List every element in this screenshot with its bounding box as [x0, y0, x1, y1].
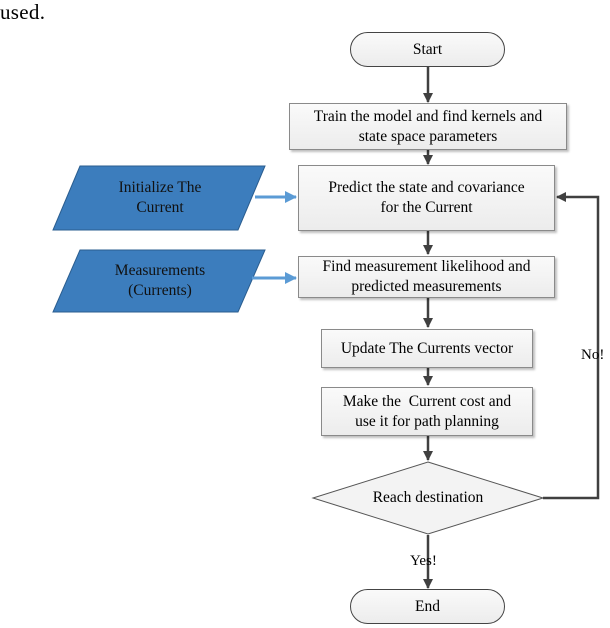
process-predict-line-1: Predict the state and covariance	[328, 179, 525, 196]
input-initialize-shape	[52, 165, 266, 231]
process-update-label: Update The Currents vector	[340, 339, 514, 357]
yes-label: Yes!	[410, 553, 437, 569]
process-update: Update The Currents vector	[321, 329, 533, 368]
input-measurements-line-1: Measurements	[114, 262, 206, 279]
start-terminal: Start	[350, 32, 505, 67]
page-fragment-text: used.	[0, 0, 46, 24]
process-train-line-1: Train the model and find kernels and	[313, 107, 543, 125]
process-predict-line-2: for the Current	[380, 199, 473, 216]
input-measurements-label: Measurements (Currents)	[80, 256, 240, 306]
input-initialize-line-1: Initialize The	[118, 179, 202, 196]
process-make-line-1: Make the Current cost and	[342, 392, 512, 410]
process-train-line-2: state space parameters	[358, 127, 498, 145]
end-terminal: End	[350, 589, 505, 624]
input-measurements-line-2: (Currents)	[128, 282, 192, 299]
process-find-line-1: Find measurement likelihood and	[322, 258, 531, 275]
input-measurements-shape	[52, 249, 266, 313]
process-train: Train the model and find kernels and stat…	[289, 103, 567, 150]
no-label: No!	[581, 347, 605, 363]
process-find-line-2: predicted measurements	[351, 278, 502, 295]
input-initialize-line-2: Current	[136, 199, 184, 216]
process-find: Find measurement likelihood and predicted…	[298, 256, 555, 298]
process-make-line-2: use it for path planning	[355, 412, 499, 430]
decision-diamond	[311, 461, 545, 535]
end-label: End	[415, 597, 440, 615]
decision-label: Reach destination	[340, 486, 516, 510]
arrow-loop-no	[543, 192, 600, 500]
process-make: Make the Current cost and use it for path…	[321, 387, 533, 436]
process-predict: Predict the state and covariance for the …	[298, 165, 555, 231]
decision-text: Reach destination	[372, 489, 484, 506]
start-label: Start	[412, 40, 443, 58]
